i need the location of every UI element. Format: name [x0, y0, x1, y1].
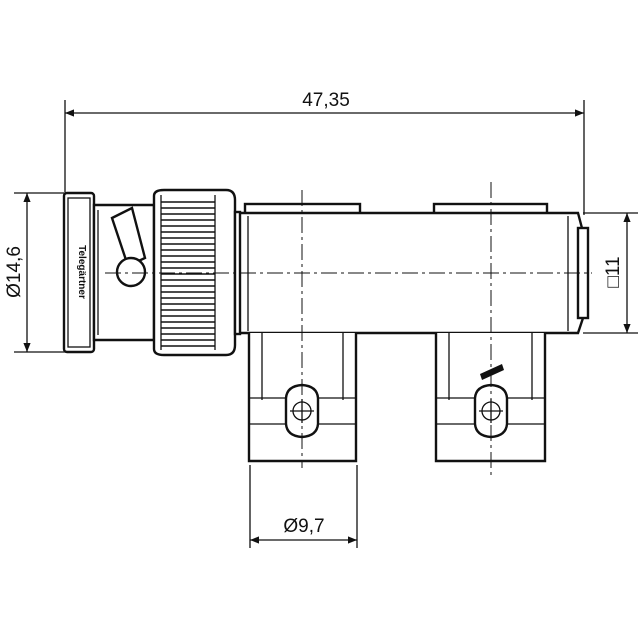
adapter-body — [235, 202, 590, 335]
dimension-overall-length: 47,35 — [64, 90, 585, 215]
bnc-diameter-label: Ø14,6 — [4, 246, 25, 298]
knurl-pattern — [161, 201, 215, 347]
port-diameter-label: Ø9,7 — [283, 516, 324, 537]
dimension-body-square: □11 — [583, 212, 638, 334]
dimension-bnc-diameter: Ø14,6 — [4, 192, 70, 353]
dimension-port-diameter: Ø9,7 — [249, 465, 358, 548]
port-right — [434, 333, 547, 463]
overall-length-label: 47,35 — [302, 90, 350, 111]
center-lines — [105, 182, 592, 475]
brand-label: Telegärtner — [76, 245, 87, 299]
body-square-label: □11 — [603, 256, 624, 287]
